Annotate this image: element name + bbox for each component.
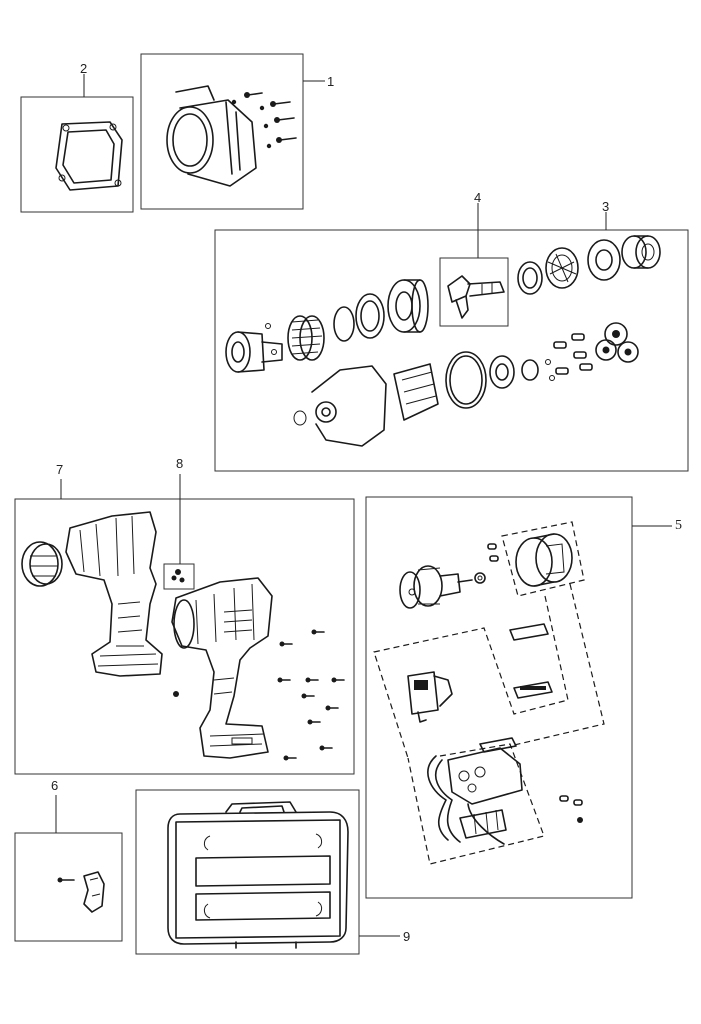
rotor-drawing xyxy=(399,565,486,609)
part-7-housing-set-box xyxy=(14,479,355,775)
part-9-carrying-case-box xyxy=(135,789,400,955)
callout-4: 4 xyxy=(474,190,482,205)
part-3-gearbox-box xyxy=(214,212,689,472)
callout-1: 1 xyxy=(327,74,335,89)
callout-9: 9 xyxy=(403,929,411,944)
callout-3: 3 xyxy=(602,199,610,214)
anvil-and-hammer-drawing xyxy=(225,279,429,373)
screws-drawing xyxy=(231,92,297,149)
front-housing-drawing xyxy=(293,351,555,447)
part-2-gasket-box xyxy=(20,74,134,213)
callout-5: 5 xyxy=(675,518,682,533)
part-6-belt-clip-box xyxy=(14,795,123,942)
gasket-drawing xyxy=(55,121,123,191)
washers-and-bearing-drawing xyxy=(517,235,661,295)
small-parts-drawing xyxy=(559,795,583,823)
part-4-spindle-box xyxy=(439,203,509,327)
belt-clip-drawing xyxy=(57,871,105,913)
callout-7: 7 xyxy=(56,462,64,477)
control-board-drawing xyxy=(427,737,523,845)
housing-screws-drawing xyxy=(173,629,345,761)
callout-6: 6 xyxy=(51,778,59,793)
part-8-nut-box xyxy=(163,474,195,590)
rear-cap-drawing xyxy=(21,541,63,587)
left-housing-half-drawing xyxy=(65,511,163,677)
callout-8: 8 xyxy=(176,456,184,471)
spindle-drawing xyxy=(447,275,505,319)
right-housing-half-drawing xyxy=(171,577,273,759)
stator-drawing xyxy=(487,533,573,587)
nut-drawing xyxy=(171,569,185,583)
part-1-gear-housing-box xyxy=(140,53,325,210)
switch-drawing xyxy=(407,623,553,723)
part-5-motor-electronics-box xyxy=(365,496,672,899)
dashed-subassembly-outlines xyxy=(373,521,605,865)
carrying-case-drawing xyxy=(167,801,349,949)
gear-housing-drawing xyxy=(166,85,257,187)
callout-2: 2 xyxy=(80,61,88,76)
planet-gears-drawing xyxy=(553,322,639,375)
